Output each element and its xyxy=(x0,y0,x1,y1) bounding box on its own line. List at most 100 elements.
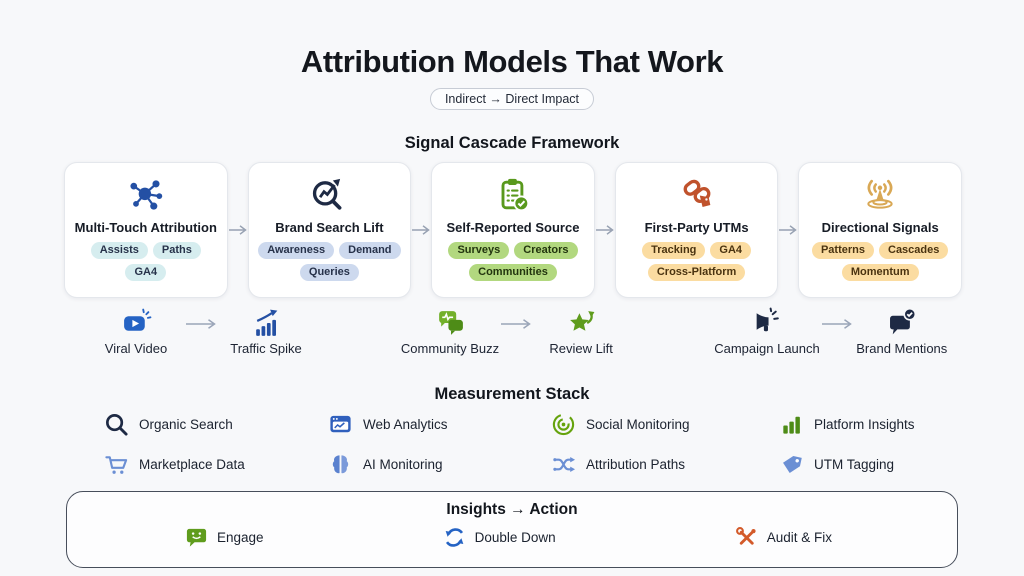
flow-item-brand-mentions: Brand Mentions xyxy=(854,306,950,356)
measurement-grid: Organic Search Web Analytics xyxy=(103,411,938,477)
flow-item-campaign-launch: Campaign Launch xyxy=(714,306,820,356)
flow-item-viral-video: Viral Video xyxy=(88,306,184,356)
insight-label: Double Down xyxy=(474,530,556,545)
card-tag: Communities xyxy=(469,263,557,281)
card-brand-search-lift: Brand Search Lift Awareness Demand Queri… xyxy=(247,161,412,298)
card-tag: Patterns xyxy=(811,241,874,259)
flow-label: Community Buzz xyxy=(400,341,500,356)
badge-row: Indirect → Direct Impact xyxy=(0,88,1024,110)
measure-label: Marketplace Data xyxy=(139,456,245,472)
card-tags: Surveys Creators Communities xyxy=(432,241,594,281)
flow-label: Campaign Launch xyxy=(714,341,820,356)
flow-label: Review Lift xyxy=(549,341,613,356)
flow-pair-video: Viral Video Traffic Spi xyxy=(70,306,332,356)
right-arrow-icon xyxy=(228,224,248,236)
right-arrow-icon xyxy=(778,224,798,236)
measure-label: Platform Insights xyxy=(814,416,915,432)
measure-item-utm-tagging: UTM Tagging xyxy=(778,451,938,477)
right-arrow-icon xyxy=(411,224,431,236)
bar-growth-icon xyxy=(251,306,282,338)
measure-item-organic-search: Organic Search xyxy=(103,411,327,437)
card-directional-signals: Directional Signals Patterns Cascades Mo… xyxy=(798,161,962,298)
card-tag: Cross-Platform xyxy=(647,263,746,281)
brain-icon xyxy=(327,451,353,477)
card-title: Multi-Touch Attribution xyxy=(74,219,217,235)
star-lift-icon xyxy=(566,306,597,338)
card-title: Self-Reported Source xyxy=(446,219,580,235)
flow-label: Viral Video xyxy=(104,341,168,356)
flow-item-traffic-spike: Traffic Spike xyxy=(218,306,314,356)
card-tag: GA4 xyxy=(125,263,167,281)
card-tags: Awareness Demand Queries xyxy=(249,241,411,281)
link-tag-icon xyxy=(677,174,717,216)
flow-pair-campaign: Campaign Launch Brand Mentions xyxy=(684,306,980,356)
refresh-icon xyxy=(443,526,466,549)
measure-item-marketplace-data: Marketplace Data xyxy=(103,451,327,477)
cascade-cards-row: Multi-Touch Attribution Assists Paths GA… xyxy=(64,161,962,298)
measure-label: Web Analytics xyxy=(363,416,448,432)
measure-item-social-monitoring: Social Monitoring xyxy=(550,411,778,437)
flow-item-review-lift: Review Lift xyxy=(533,306,629,356)
card-tag: Awareness xyxy=(258,241,335,259)
card-tag: Momentum xyxy=(841,263,919,281)
flow-label: Brand Mentions xyxy=(856,341,948,356)
network-nodes-icon xyxy=(126,174,166,216)
card-tag: Cascades xyxy=(879,241,949,259)
insights-heading: Insights → Action xyxy=(446,501,578,518)
card-tag: Tracking xyxy=(642,241,706,259)
right-arrow-icon xyxy=(184,318,218,330)
insights-items: Engage Double Down xyxy=(67,526,957,549)
insight-label: Audit & Fix xyxy=(766,530,832,545)
measure-label: Attribution Paths xyxy=(586,456,686,472)
card-title: First-Party UTMs xyxy=(644,219,749,235)
bar-chart-icon xyxy=(778,411,804,437)
card-title: Directional Signals xyxy=(821,219,939,235)
right-arrow-icon xyxy=(595,224,615,236)
split-path-icon xyxy=(550,451,576,477)
impact-badge: Indirect → Direct Impact xyxy=(429,88,595,110)
card-tag: Paths xyxy=(152,241,201,259)
flow-item-community-buzz: Community Buzz xyxy=(401,306,499,356)
broadcast-icon xyxy=(860,174,900,216)
chat-buzz-icon xyxy=(435,306,466,338)
page-title: Attribution Models That Work xyxy=(300,44,724,79)
measure-label: Organic Search xyxy=(139,416,233,432)
search-trend-icon xyxy=(309,174,349,216)
search-icon xyxy=(103,411,129,437)
tag-icon xyxy=(778,451,804,477)
smiley-chat-icon xyxy=(185,526,208,549)
card-tag: GA4 xyxy=(710,241,752,259)
measure-item-ai-monitoring: AI Monitoring xyxy=(327,451,550,477)
card-tags: Patterns Cascades Momentum xyxy=(799,241,961,281)
tools-icon xyxy=(735,526,758,549)
measure-label: Social Monitoring xyxy=(586,416,690,432)
card-title: Brand Search Lift xyxy=(275,219,384,235)
flow-pair-community: Community Buzz Review Lift xyxy=(386,306,644,356)
right-arrow-icon xyxy=(499,318,533,330)
card-tag: Creators xyxy=(514,241,578,259)
card-tag: Queries xyxy=(299,263,359,281)
card-tags: Assists Paths GA4 xyxy=(65,241,227,281)
cart-icon xyxy=(103,451,129,477)
measure-label: UTM Tagging xyxy=(814,456,895,472)
card-self-reported-source: Self-Reported Source Surveys Creators Co… xyxy=(431,161,595,298)
measure-item-platform-insights: Platform Insights xyxy=(778,411,938,437)
card-first-party-utms: First-Party UTMs Tracking GA4 Cross-Plat… xyxy=(614,161,779,298)
clipboard-check-icon xyxy=(493,174,533,216)
measure-item-web-analytics: Web Analytics xyxy=(327,411,550,437)
insight-item-audit-fix: Audit & Fix xyxy=(735,526,832,549)
card-tags: Tracking GA4 Cross-Platform xyxy=(616,241,778,281)
play-video-icon xyxy=(121,306,152,338)
flow-label: Traffic Spike xyxy=(230,341,302,356)
card-tag: Surveys xyxy=(448,241,510,259)
mention-check-icon xyxy=(886,306,917,338)
insight-label: Engage xyxy=(217,530,264,545)
cascade-heading: Signal Cascade Framework xyxy=(404,134,620,152)
card-multi-touch-attribution: Multi-Touch Attribution Assists Paths GA… xyxy=(64,161,228,298)
measure-label: AI Monitoring xyxy=(363,456,443,472)
insights-action-box: Insights → Action Engage xyxy=(66,491,958,568)
megaphone-icon xyxy=(752,306,783,338)
right-arrow-icon xyxy=(820,318,854,330)
insight-item-double-down: Double Down xyxy=(443,526,556,549)
